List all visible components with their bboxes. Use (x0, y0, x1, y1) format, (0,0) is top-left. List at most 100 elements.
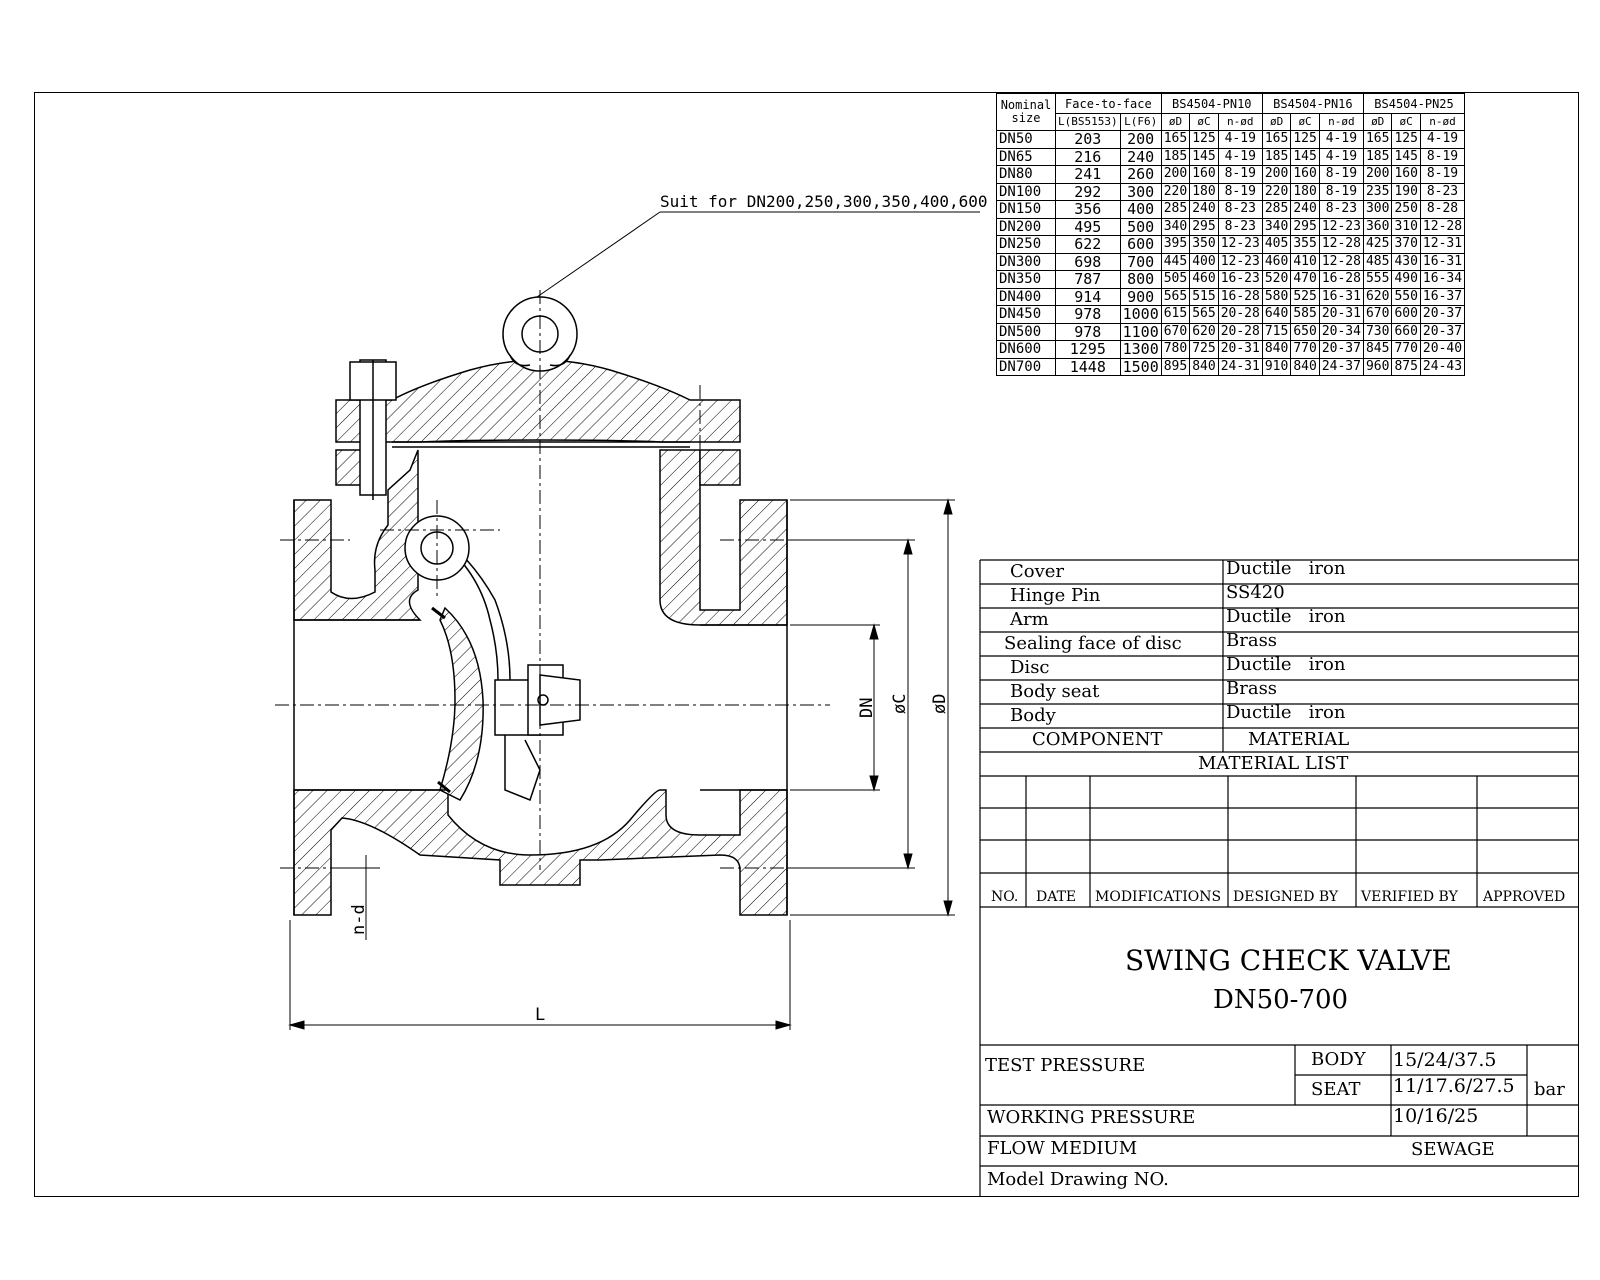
dimension-cell: 1100 (1119, 322, 1162, 341)
left-flange-bottom (293, 789, 788, 916)
nominal-size-cell: DN500 (996, 322, 1056, 341)
dimension-cell: 875 (1391, 357, 1421, 376)
test-pressure-label: TEST PRESSURE (985, 1055, 1146, 1076)
dimension-cell: 200 (1261, 165, 1292, 184)
dimension-cell: 395 (1160, 235, 1191, 254)
material-value: Ductile iron (1226, 654, 1346, 675)
dimension-cell: 8-23 (1419, 182, 1466, 201)
dimension-cell: 725 (1189, 340, 1219, 359)
dimension-cell: 410 (1290, 252, 1320, 271)
material-component: Arm (1010, 609, 1049, 630)
dimension-cell: 650 (1290, 322, 1320, 341)
dimension-cell: 145 (1290, 147, 1320, 166)
dimension-cell: 640 (1261, 305, 1292, 324)
dimension-cell: 125 (1391, 130, 1421, 149)
dimension-cell: 840 (1189, 357, 1219, 376)
head-material: MATERIAL (1248, 729, 1350, 750)
dimension-cell: 340 (1261, 217, 1292, 236)
dimension-cell: 8-23 (1318, 200, 1364, 219)
dimension-cell: 350 (1189, 235, 1219, 254)
nominal-size-cell: DN150 (996, 200, 1056, 219)
dimension-cell: 400 (1189, 252, 1219, 271)
dimension-cell: 185 (1261, 147, 1292, 166)
sub-header-cell: øD (1261, 113, 1292, 131)
dim-label-DN: DN (857, 698, 877, 718)
seat-label: SEAT (1311, 1079, 1361, 1100)
dimension-cell: 20-28 (1217, 305, 1263, 324)
dimension-cell: 12-28 (1318, 235, 1364, 254)
dimension-cell: 16-37 (1419, 287, 1466, 306)
dimension-cell: 24-31 (1217, 357, 1263, 376)
sub-header-cell: øC (1290, 113, 1320, 131)
dimension-cell: 200 (1362, 165, 1393, 184)
nominal-size-cell: DN80 (996, 165, 1056, 184)
dimension-cell: 1448 (1055, 357, 1121, 376)
dimension-cell: 20-34 (1318, 322, 1364, 341)
dimension-cell: 895 (1160, 357, 1191, 376)
dimension-cell: 165 (1160, 130, 1191, 149)
dimension-cell: 400 (1119, 200, 1162, 219)
sub-header-cell: øC (1189, 113, 1219, 131)
nominal-size-cell: DN700 (996, 357, 1056, 376)
flow-medium-label: FLOW MEDIUM (987, 1138, 1138, 1159)
sub-header-cell: øD (1160, 113, 1191, 131)
dimension-cell: 660 (1391, 322, 1421, 341)
dimension-cell: 978 (1055, 322, 1121, 341)
dimension-cell: 670 (1362, 305, 1393, 324)
material-component: Hinge Pin (1010, 585, 1101, 606)
flow-medium-value: SEWAGE (1411, 1139, 1495, 1160)
dimension-cell: 241 (1055, 165, 1121, 184)
dimension-cell: 300 (1362, 200, 1393, 219)
dimension-cell: 8-19 (1419, 147, 1466, 166)
dimension-cell: 145 (1391, 147, 1421, 166)
material-value: SS420 (1226, 582, 1285, 603)
dimension-cell: 24-43 (1419, 357, 1466, 376)
material-value: Brass (1226, 678, 1278, 699)
cover-dome (335, 359, 741, 443)
dimension-cell: 840 (1290, 357, 1320, 376)
dimension-cell: 4-19 (1217, 130, 1263, 149)
dimension-cell: 4-19 (1318, 147, 1364, 166)
callout-leader (536, 211, 661, 298)
dimension-cell: 978 (1055, 305, 1121, 324)
dimension-cell: 620 (1189, 322, 1219, 341)
dimension-cell: 1300 (1119, 340, 1162, 359)
dimension-cell: 16-34 (1419, 270, 1466, 289)
dimension-cell: 405 (1261, 235, 1292, 254)
dimension-cell: 20-31 (1318, 305, 1364, 324)
seat-value: 11/17.6/27.5 (1393, 1075, 1515, 1097)
nominal-size-cell: DN50 (996, 130, 1056, 149)
body-neck-right (699, 449, 741, 486)
dimension-cell: 8-28 (1419, 200, 1466, 219)
dimension-cell: 190 (1391, 182, 1421, 201)
dim-label-C: øC (890, 694, 910, 714)
material-value: Ductile iron (1226, 702, 1346, 723)
material-component: Body seat (1010, 681, 1100, 702)
dimension-cell: 565 (1189, 305, 1219, 324)
dimension-cell: 235 (1362, 182, 1393, 201)
dimension-cell: 12-28 (1419, 217, 1466, 236)
rev-head-mods: MODIFICATIONS (1095, 889, 1222, 905)
dimension-cell: 300 (1119, 182, 1162, 201)
working-pressure-label: WORKING PRESSURE (987, 1107, 1196, 1128)
head-nominal: Nominal size (996, 93, 1056, 131)
dim-label-D: øD (930, 694, 950, 714)
dimension-cell: 8-19 (1419, 165, 1466, 184)
dimension-cell: 260 (1119, 165, 1162, 184)
material-list-title: MATERIAL LIST (1198, 753, 1349, 774)
rev-head-verified: VERIFIED BY (1361, 889, 1458, 905)
dimension-cell: 24-37 (1318, 357, 1364, 376)
dimension-cell: 145 (1189, 147, 1219, 166)
nominal-size-cell: DN200 (996, 217, 1056, 236)
nominal-size-cell: DN300 (996, 252, 1056, 271)
dimension-cell: 914 (1055, 287, 1121, 306)
